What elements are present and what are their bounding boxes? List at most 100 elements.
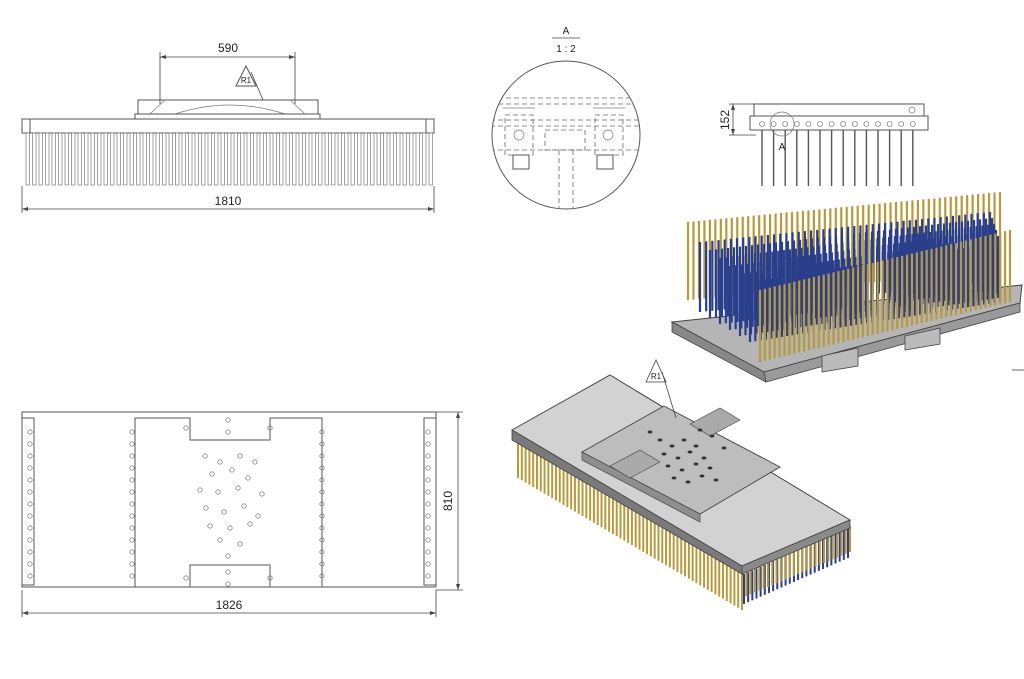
top-hole: [425, 525, 431, 531]
iso-weld-mark-label: R1: [651, 372, 662, 381]
front-weld-mark: [235, 64, 257, 87]
front-tine: [136, 132, 141, 186]
front-tine: [220, 132, 225, 186]
iso-view-upright: [670, 192, 1023, 383]
top-hole: [27, 429, 33, 435]
dim-1826-label: 1826: [216, 598, 243, 612]
top-hole: [27, 477, 33, 483]
front-tine: [129, 132, 134, 186]
side-beam: [749, 115, 929, 131]
side-tine-clamp: [851, 121, 858, 127]
front-tine: [370, 132, 375, 186]
front-tine: [45, 132, 50, 186]
side-tine-clamp: [875, 121, 881, 127]
front-tine: [103, 132, 108, 186]
top-hole: [319, 441, 325, 447]
dim-810-label: 810: [441, 491, 455, 511]
front-tine: [227, 132, 232, 186]
top-hole: [259, 491, 265, 497]
top-hole: [27, 513, 33, 519]
front-tine: [415, 132, 420, 186]
top-hole: [129, 537, 135, 543]
top-hole: [225, 569, 231, 575]
top-hole: [27, 561, 33, 567]
front-tine: [175, 132, 180, 186]
detail-a-view: A 1 : 2: [491, 26, 641, 210]
top-hole: [425, 477, 431, 483]
front-tine: [155, 132, 160, 186]
front-tine: [344, 132, 349, 186]
front-tine: [194, 132, 199, 186]
top-hole: [227, 525, 233, 531]
front-tines: [25, 132, 433, 186]
top-hole: [267, 575, 273, 581]
top-hole: [129, 561, 135, 567]
front-tine: [142, 132, 147, 186]
side-tine-clamp: [886, 121, 893, 127]
side-tine-clamp: [759, 121, 765, 127]
front-tine: [272, 132, 277, 186]
top-hole: [225, 417, 231, 423]
front-tine: [331, 132, 336, 186]
front-tine: [337, 132, 342, 186]
front-tine: [25, 132, 30, 186]
top-hole: [425, 429, 431, 435]
top-hole: [129, 477, 135, 483]
front-tine: [396, 132, 401, 186]
top-hole: [217, 537, 223, 543]
front-tine: [266, 132, 271, 186]
side-tine-clamp: [840, 121, 847, 127]
iso-plate-hole: [679, 468, 685, 472]
top-hole: [425, 453, 431, 459]
top-hole: [319, 465, 325, 471]
front-tine: [357, 132, 362, 186]
iso-plate-hole: [709, 434, 715, 438]
top-hole: [129, 453, 135, 459]
front-beam: [21, 118, 435, 134]
front-tine: [90, 132, 95, 186]
top-hole: [229, 467, 235, 473]
top-hole: [225, 429, 231, 435]
top-hole: [237, 453, 243, 459]
front-tine: [298, 132, 303, 186]
side-detail-callout-circle: [769, 111, 795, 137]
side-tine-clamp: [782, 121, 789, 127]
front-tine: [58, 132, 63, 186]
iso-plate-hole: [675, 456, 681, 460]
front-tine: [97, 132, 102, 186]
iso-plate-hole: [697, 428, 703, 432]
iso-plate-hole: [647, 430, 653, 434]
front-mount-bracket: [137, 99, 319, 115]
side-top-plate: [753, 103, 925, 117]
front-tine: [84, 132, 89, 186]
top-hole: [27, 441, 33, 447]
front-tine: [162, 132, 167, 186]
front-tine: [168, 132, 173, 186]
side-tine-clamp: [863, 121, 870, 127]
dim-1810-label: 1810: [215, 194, 242, 208]
top-hole: [215, 489, 221, 495]
top-hole: [319, 501, 325, 507]
iso-plate-holes: [647, 428, 727, 484]
iso-plate-hole: [721, 446, 727, 450]
side-tine-clamp: [805, 121, 812, 127]
top-mount-plate: [134, 417, 323, 588]
top-hole: [319, 525, 325, 531]
front-tine: [376, 132, 381, 186]
front-tine: [188, 132, 193, 186]
top-hole: [27, 525, 33, 531]
front-tine: [350, 132, 355, 186]
side-tines: [759, 121, 916, 186]
side-tine-clamp: [817, 121, 823, 127]
front-tine: [363, 132, 368, 186]
front-tine: [422, 132, 427, 186]
front-tine: [311, 132, 316, 186]
front-tine: [285, 132, 290, 186]
side-tine-clamp: [770, 121, 777, 127]
iso-plate-hole: [701, 456, 707, 460]
top-hole: [425, 573, 431, 579]
side-callout-label: A: [779, 142, 786, 153]
top-hole: [235, 485, 241, 491]
iso-plate-hole: [693, 444, 699, 448]
iso-upright-tines: [686, 192, 1012, 362]
